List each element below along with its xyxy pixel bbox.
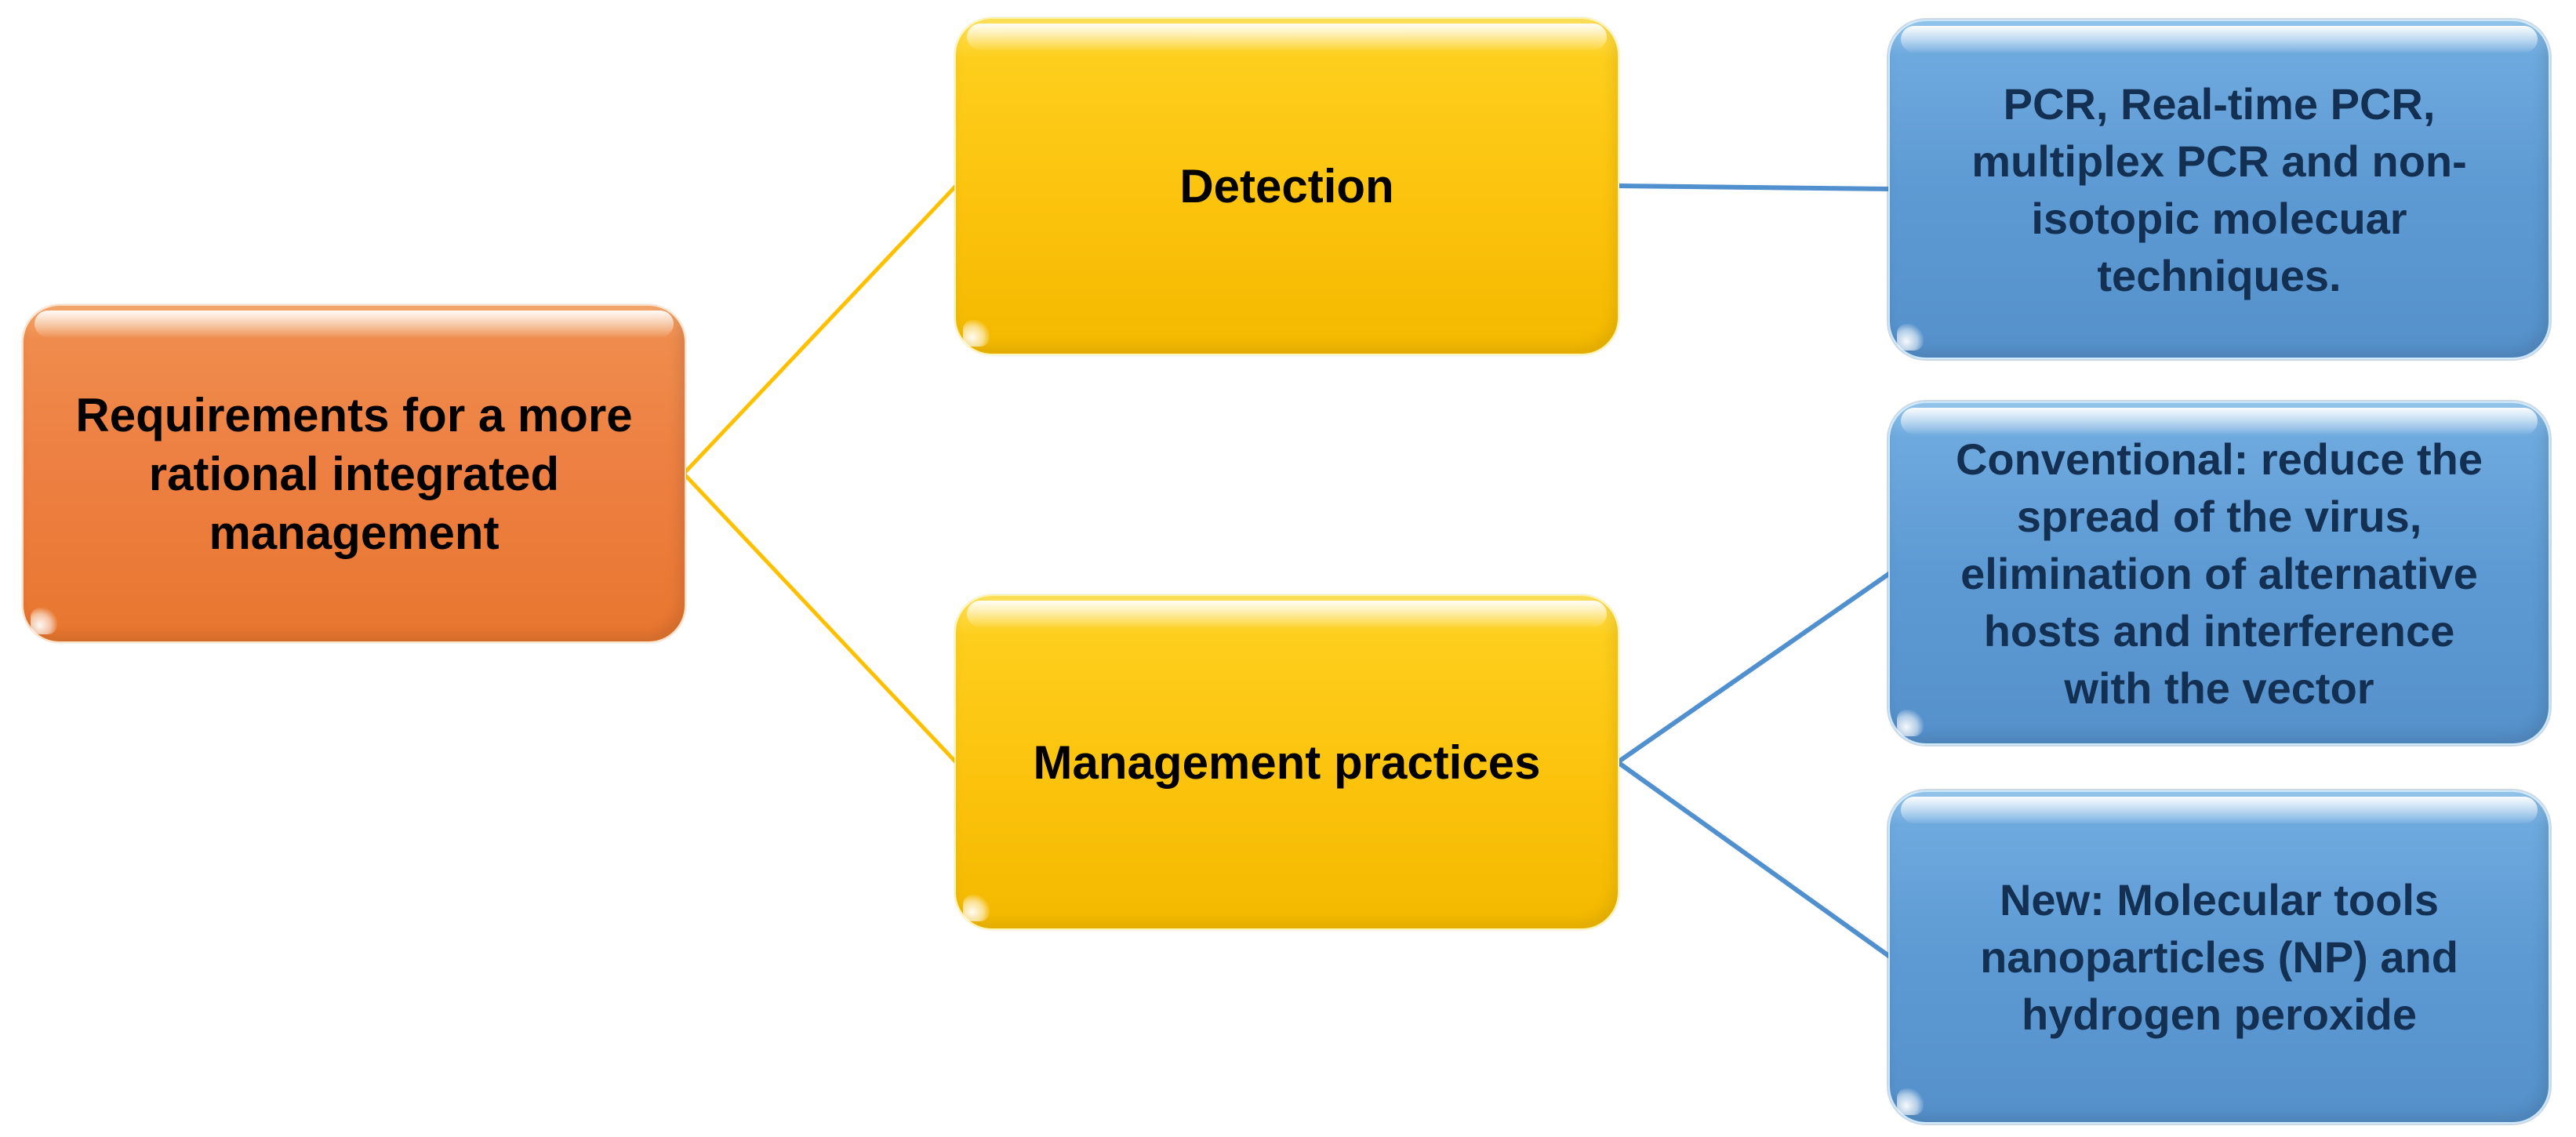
corner-shine bbox=[963, 320, 990, 347]
connector-management-to-conventional bbox=[1616, 571, 1891, 765]
gloss-highlight bbox=[1901, 26, 2538, 53]
node-pcr-label: PCR, Real-time PCR, multiplex PCR and no… bbox=[1971, 78, 2467, 300]
connector-root-to-management bbox=[682, 472, 957, 764]
connector-management-to-new bbox=[1616, 760, 1891, 959]
corner-shine bbox=[31, 608, 57, 634]
gloss-highlight bbox=[967, 24, 1607, 50]
node-detection: Detection bbox=[954, 17, 1619, 355]
connector-root-to-detection bbox=[682, 184, 957, 475]
gloss-highlight bbox=[1901, 797, 2538, 823]
gloss-highlight bbox=[35, 311, 674, 337]
corner-shine bbox=[1897, 1088, 1924, 1115]
node-management-practices: Management practices bbox=[954, 594, 1619, 930]
node-new-methods: New: Molecular tools nanoparticles (NP) … bbox=[1888, 790, 2550, 1124]
corner-shine bbox=[1897, 324, 1924, 351]
node-conventional-label: Conventional: reduce the spread of the v… bbox=[1955, 434, 2483, 713]
node-root-label: Requirements for a more rational integra… bbox=[75, 388, 633, 559]
node-detection-label: Detection bbox=[1179, 160, 1394, 213]
node-pcr-techniques: PCR, Real-time PCR, multiplex PCR and no… bbox=[1888, 20, 2550, 359]
connector-detection-to-pcr bbox=[1617, 183, 1891, 191]
node-new-methods-label: New: Molecular tools nanoparticles (NP) … bbox=[1980, 875, 2458, 1039]
corner-shine bbox=[963, 895, 990, 921]
corner-shine bbox=[1897, 710, 1924, 736]
node-root-requirements: Requirements for a more rational integra… bbox=[22, 304, 686, 643]
node-conventional-practices: Conventional: reduce the spread of the v… bbox=[1888, 401, 2550, 745]
gloss-highlight bbox=[967, 601, 1607, 627]
node-management-label: Management practices bbox=[1033, 736, 1541, 789]
